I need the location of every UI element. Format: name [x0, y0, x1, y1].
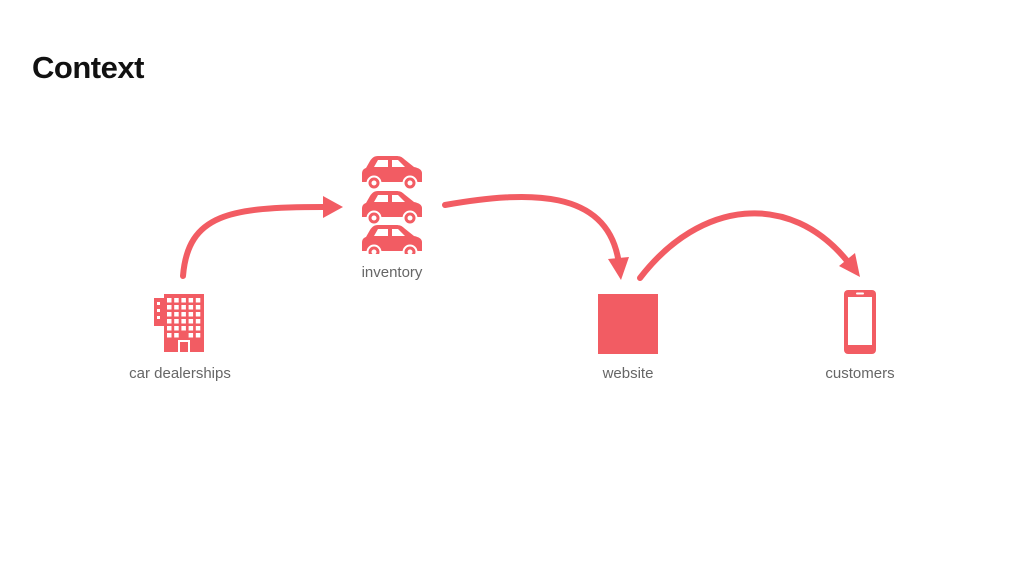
building-window	[195, 305, 201, 310]
node-label-car-dealerships: car dealerships	[129, 365, 231, 382]
building-window	[188, 298, 194, 303]
building-window	[188, 319, 194, 324]
building-window	[174, 326, 179, 331]
building-window	[195, 319, 201, 324]
building-window	[181, 326, 186, 331]
car-icon	[362, 191, 422, 226]
arrow-dealers-to-inventory	[180, 204, 326, 279]
building-icon	[154, 294, 204, 352]
car-icon	[362, 225, 422, 254]
arrowhead-website	[608, 257, 629, 280]
square-icon	[598, 294, 658, 354]
building-window	[167, 333, 172, 338]
arrow-inventory-to-website	[442, 193, 621, 261]
building-window	[181, 298, 186, 303]
building-window	[188, 326, 194, 331]
building-window	[188, 333, 194, 338]
building-window	[167, 298, 172, 303]
building-window	[195, 298, 201, 303]
smartphone-icon	[844, 290, 876, 354]
car-icon	[362, 156, 422, 191]
building-window	[167, 326, 172, 331]
building-window	[188, 305, 194, 310]
building-window	[181, 312, 186, 317]
arrow-website-to-customers	[637, 210, 851, 281]
building-window	[181, 319, 186, 324]
building-window	[174, 319, 179, 324]
slide-title: Context	[32, 50, 144, 85]
building-window	[167, 319, 172, 324]
building-window	[174, 305, 179, 310]
building-window	[167, 312, 172, 317]
arrowhead-customers	[839, 253, 860, 277]
building-window	[181, 305, 186, 310]
building-window	[195, 312, 201, 317]
building-window	[174, 298, 179, 303]
arrowhead-inventory	[323, 196, 343, 218]
node-label-website: website	[602, 365, 654, 382]
building-window	[174, 312, 179, 317]
car-stack	[362, 156, 422, 254]
building-window	[188, 312, 194, 317]
building-window	[174, 333, 179, 338]
building-window	[167, 305, 172, 310]
node-label-customers: customers	[825, 365, 895, 382]
node-label-inventory: inventory	[361, 264, 423, 281]
building-window	[195, 333, 201, 338]
building-window	[195, 326, 201, 331]
